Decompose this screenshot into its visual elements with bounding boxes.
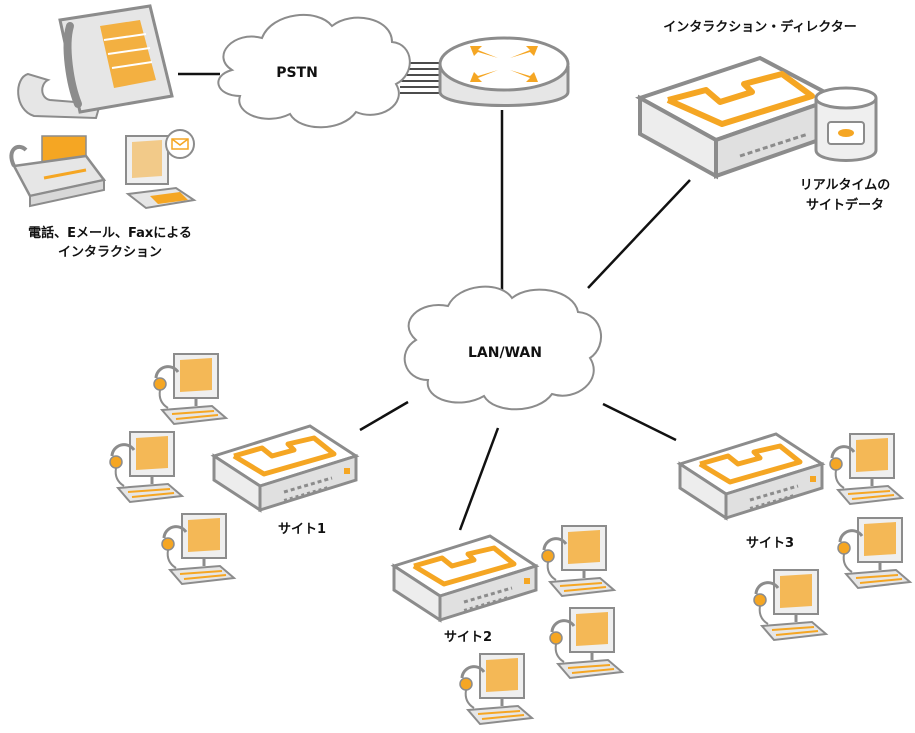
agent-workstation-icon: [108, 430, 184, 504]
link-lanwan-site2: [458, 427, 500, 531]
agent-workstation-icon: [828, 432, 904, 506]
site3-server-icon: [680, 434, 822, 518]
director-label: インタラクション・ディレクター: [663, 20, 857, 35]
agent-workstation-icon: [160, 512, 236, 586]
link-lanwan-site3: [602, 402, 677, 442]
lanwan-cloud: [403, 285, 602, 411]
database-icon: [814, 86, 878, 162]
link-lanwan-site1: [359, 400, 409, 432]
telephone-icon: [17, 4, 174, 120]
pstn-cloud: [217, 13, 411, 129]
site2-label: サイト2: [443, 630, 493, 645]
email-computer-icon: [125, 129, 197, 210]
site1-server-icon: [214, 426, 356, 510]
pstn-label: PSTN: [276, 65, 318, 81]
agent-workstation-icon: [548, 606, 624, 680]
fax-icon: [9, 135, 107, 208]
agent-workstation-icon: [752, 568, 828, 642]
agent-workstation-icon: [540, 524, 616, 598]
site3-label: サイト3: [745, 536, 795, 551]
agent-workstation-icon: [152, 352, 228, 426]
lanwan-label: LAN/WAN: [468, 345, 542, 361]
agent-workstation-icon: [458, 652, 534, 726]
server-appliance-icon: [635, 55, 841, 180]
agent-workstation-icon: [836, 516, 912, 590]
realtime-label-line2: サイトデータ: [805, 198, 884, 213]
site1-label: サイト1: [277, 522, 327, 537]
channels-label-line2: インタラクション: [57, 245, 162, 260]
router-icon: [438, 36, 570, 107]
connection-lines: [178, 72, 691, 531]
link-director-lanwan: [587, 179, 691, 289]
channels-label-line1: 電話、Eメール、Faxによる: [28, 226, 192, 241]
realtime-label-line1: リアルタイムの: [799, 178, 891, 193]
site2-server-icon: [394, 536, 536, 620]
